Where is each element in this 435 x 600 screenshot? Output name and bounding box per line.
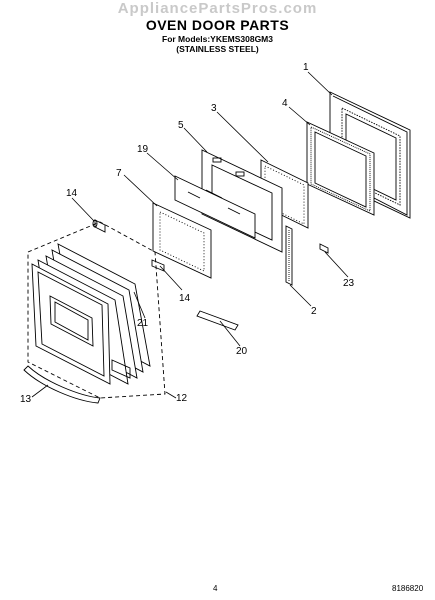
document-number: 8186820 <box>392 584 424 593</box>
callout-14-lower: 14 <box>179 293 191 304</box>
part-19-insulation <box>174 175 256 239</box>
callout-5: 5 <box>178 120 184 131</box>
part-14-clip-upper <box>92 219 106 233</box>
callout-2: 2 <box>311 306 317 317</box>
part-2-rail <box>285 225 293 286</box>
part-20-strip <box>196 310 239 331</box>
callout-1: 1 <box>303 62 309 73</box>
callout-21: 21 <box>137 318 149 329</box>
callout-23: 23 <box>343 278 355 289</box>
part-13-handle <box>23 365 101 404</box>
callout-19: 19 <box>137 144 149 155</box>
part-7-glass <box>152 202 212 279</box>
callout-7: 7 <box>116 168 122 179</box>
part-4-gasket <box>306 121 375 216</box>
watermark: AppliancePartsPros.com <box>117 0 318 17</box>
callout-3: 3 <box>211 103 217 114</box>
callout-20: 20 <box>236 346 248 357</box>
page-title: OVEN DOOR PARTS <box>145 17 290 33</box>
callout-14-upper: 14 <box>66 188 78 199</box>
door-assembly <box>31 243 151 385</box>
callout-4: 4 <box>282 98 288 109</box>
callout-13: 13 <box>20 394 32 405</box>
page-number: 4 <box>213 584 218 593</box>
leader-lines <box>31 71 349 399</box>
callout-12: 12 <box>176 393 188 404</box>
part-14-clip-lower <box>151 259 165 272</box>
model-line: For Models:YKEMS308GM3 <box>162 34 273 44</box>
finish-line: (STAINLESS STEEL) <box>176 44 259 54</box>
part-23-bracket <box>319 243 329 254</box>
